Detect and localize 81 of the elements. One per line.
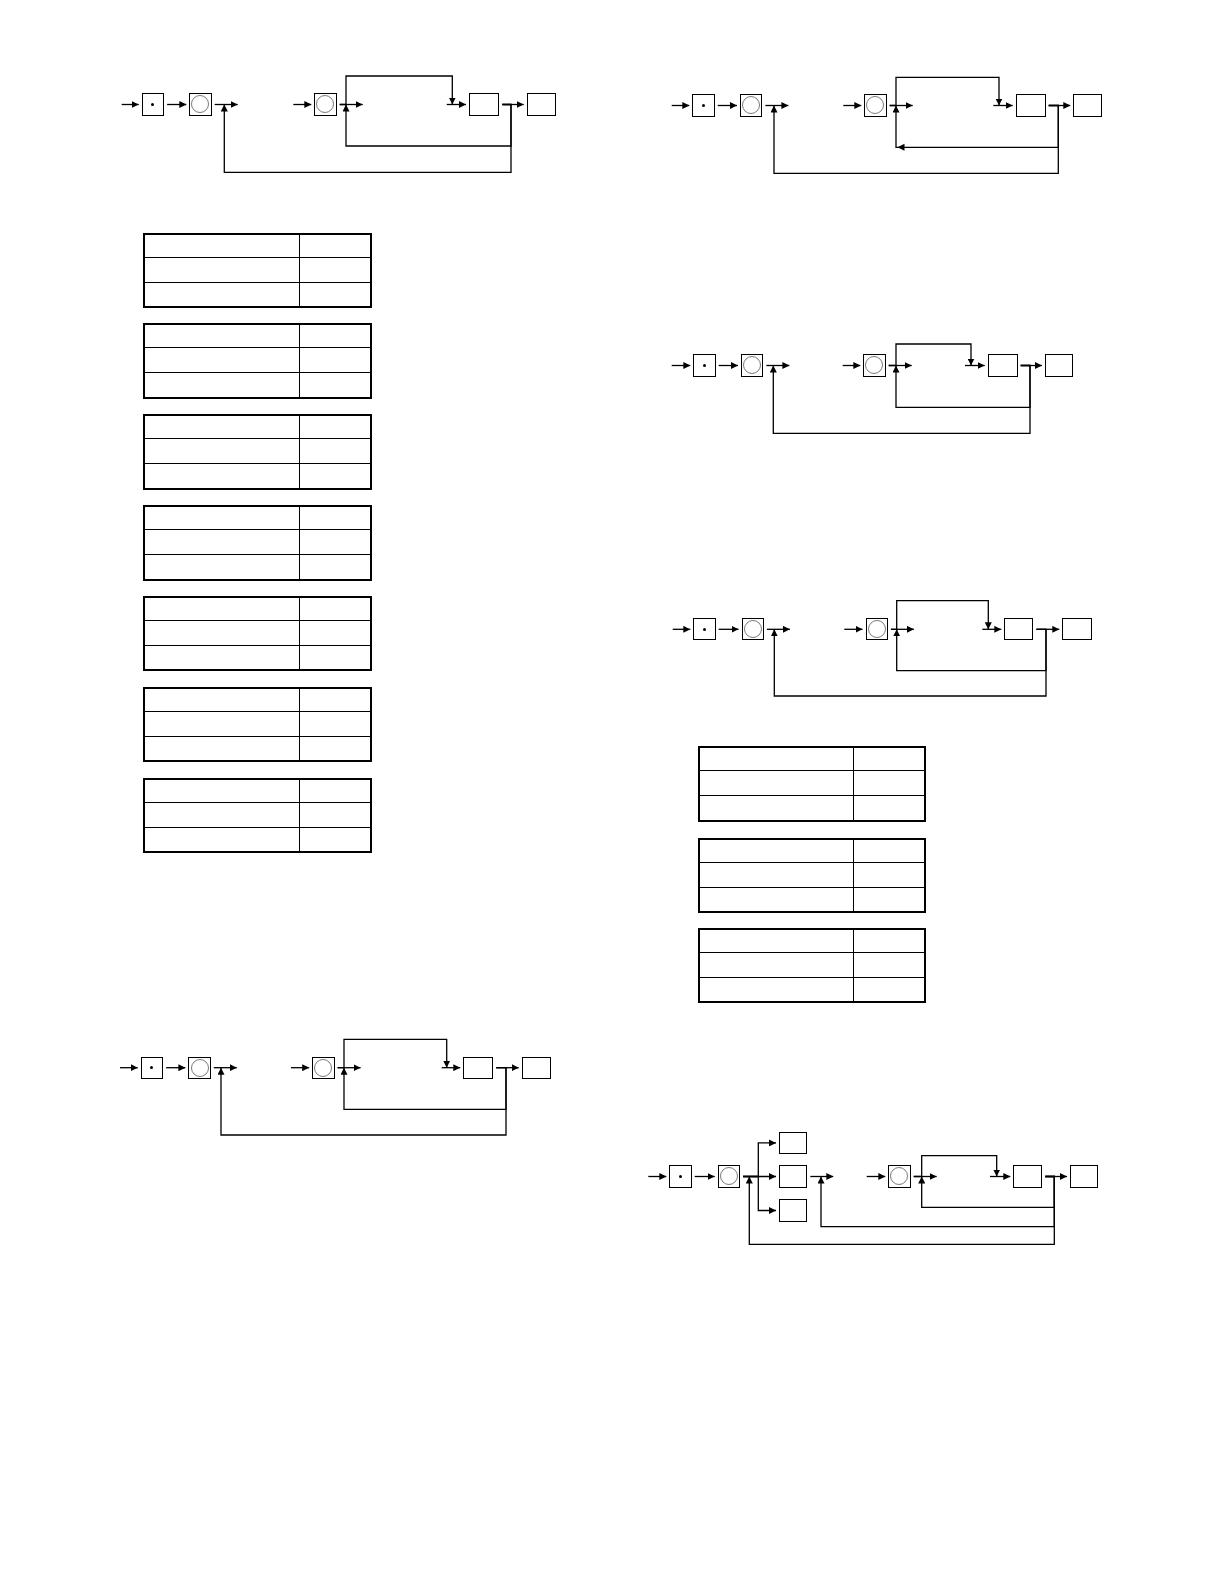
empty-block: [526, 93, 556, 116]
empty-block: [469, 93, 500, 116]
arrow: [718, 362, 739, 369]
dot-block: [692, 94, 715, 117]
empty-block: [1070, 1165, 1099, 1188]
arrow: [290, 1064, 310, 1072]
empty-block: [1013, 1165, 1043, 1188]
empty-table: [143, 414, 373, 490]
arrow: [842, 362, 861, 369]
empty-block: [779, 1165, 808, 1188]
empty-block: [463, 1056, 494, 1079]
empty-block: [521, 1056, 551, 1079]
arrow: [672, 625, 691, 633]
arrow: [764, 102, 790, 109]
arrow: [918, 1175, 1055, 1208]
arrow: [890, 600, 992, 630]
empty-block: [1015, 94, 1046, 117]
empty-block: [779, 1131, 808, 1155]
arrow: [446, 101, 467, 108]
arrow: [165, 1064, 187, 1072]
arrow: [694, 1173, 716, 1180]
arrow: [765, 362, 791, 369]
arrow: [441, 1064, 461, 1072]
arrow: [336, 1038, 451, 1069]
arrow: [842, 102, 862, 109]
dot-block: [693, 354, 716, 377]
arrow: [745, 1175, 1055, 1245]
empty-table: [697, 927, 926, 1004]
empty-block: [1062, 618, 1092, 641]
empty-table: [143, 323, 373, 399]
dot-block: [140, 1056, 164, 1079]
arrow: [770, 104, 1059, 174]
arrow: [893, 628, 1047, 672]
dot-block: [669, 1165, 692, 1188]
arrow: [989, 1173, 1011, 1180]
arrow: [766, 625, 791, 633]
arrow: [217, 1067, 507, 1136]
arrow: [981, 625, 1002, 633]
arrow: [892, 364, 1031, 408]
arrow: [340, 1067, 507, 1110]
arrow: [717, 102, 738, 109]
empty-table: [143, 777, 373, 854]
arrow: [214, 101, 239, 108]
empty-block: [1004, 618, 1034, 641]
arrow: [742, 1175, 777, 1214]
empty-table: [143, 505, 373, 581]
empty-block: [779, 1199, 808, 1222]
dot-block: [141, 93, 165, 116]
arrow: [220, 103, 512, 173]
empty-table: [697, 837, 926, 914]
arrow: [866, 1173, 886, 1180]
empty-table: [143, 232, 373, 309]
empty-table: [143, 595, 373, 672]
empty-block: [1045, 354, 1074, 377]
arrow: [889, 76, 1003, 107]
arrow: [292, 101, 312, 108]
arrow: [843, 625, 864, 633]
empty-table: [143, 686, 373, 763]
arrow: [671, 362, 691, 369]
arrow: [342, 103, 512, 147]
arrow: [913, 1155, 1001, 1178]
arrow: [339, 75, 456, 106]
empty-block: [987, 354, 1018, 377]
arrow: [992, 102, 1014, 109]
arrow: [121, 101, 140, 108]
arrow: [964, 362, 986, 369]
arrow: [892, 104, 1059, 148]
arrow: [119, 1064, 139, 1072]
arrow: [817, 1175, 1055, 1228]
empty-block: [1073, 94, 1103, 117]
empty-table: [697, 746, 926, 822]
arrow: [213, 1064, 238, 1072]
arrow: [769, 364, 1031, 434]
arrow: [770, 628, 1047, 697]
arrow: [647, 1173, 667, 1180]
arrow: [166, 101, 187, 108]
dot-block: [693, 618, 716, 641]
arrow: [809, 1173, 834, 1180]
arrow: [718, 625, 740, 633]
arrow: [888, 343, 975, 367]
arrow: [671, 102, 690, 109]
